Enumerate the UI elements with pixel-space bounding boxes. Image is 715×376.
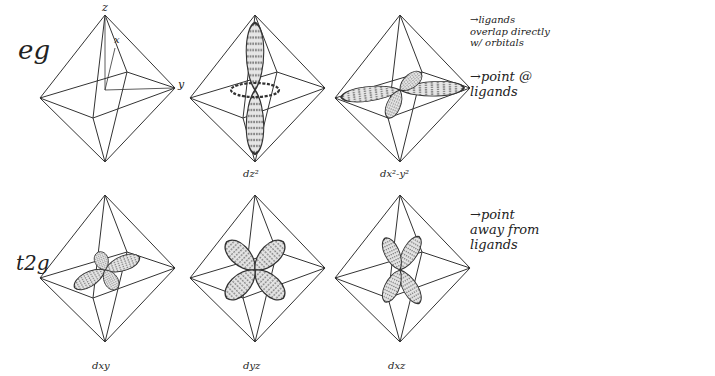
- orbital-label: dx²-y²: [380, 168, 409, 180]
- handwritten-note: →point @ ligands: [470, 70, 550, 100]
- orbital-label: dyz: [243, 360, 260, 372]
- octahedron: [40, 15, 175, 162]
- dxz-orbital: [335, 195, 470, 342]
- axis-label: x: [114, 34, 120, 46]
- dz2-orbital: [190, 15, 325, 162]
- handwritten-note: →point away from ligands: [470, 208, 550, 253]
- handwritten-note: →ligands overlap directly w/ orbitals: [470, 14, 550, 49]
- handwritten-note: eg: [18, 36, 50, 66]
- axis-label: z: [102, 2, 108, 15]
- dx2-y2-orbital: [335, 15, 470, 162]
- axis-label: y: [178, 79, 184, 92]
- orbital-label: dz²: [243, 168, 259, 180]
- orbital-label: dxz: [388, 360, 405, 372]
- orbital-label: dxy: [92, 360, 110, 372]
- dyz-orbital: [190, 195, 325, 342]
- dxy-orbital: [40, 195, 175, 342]
- handwritten-note: t2g: [16, 252, 50, 275]
